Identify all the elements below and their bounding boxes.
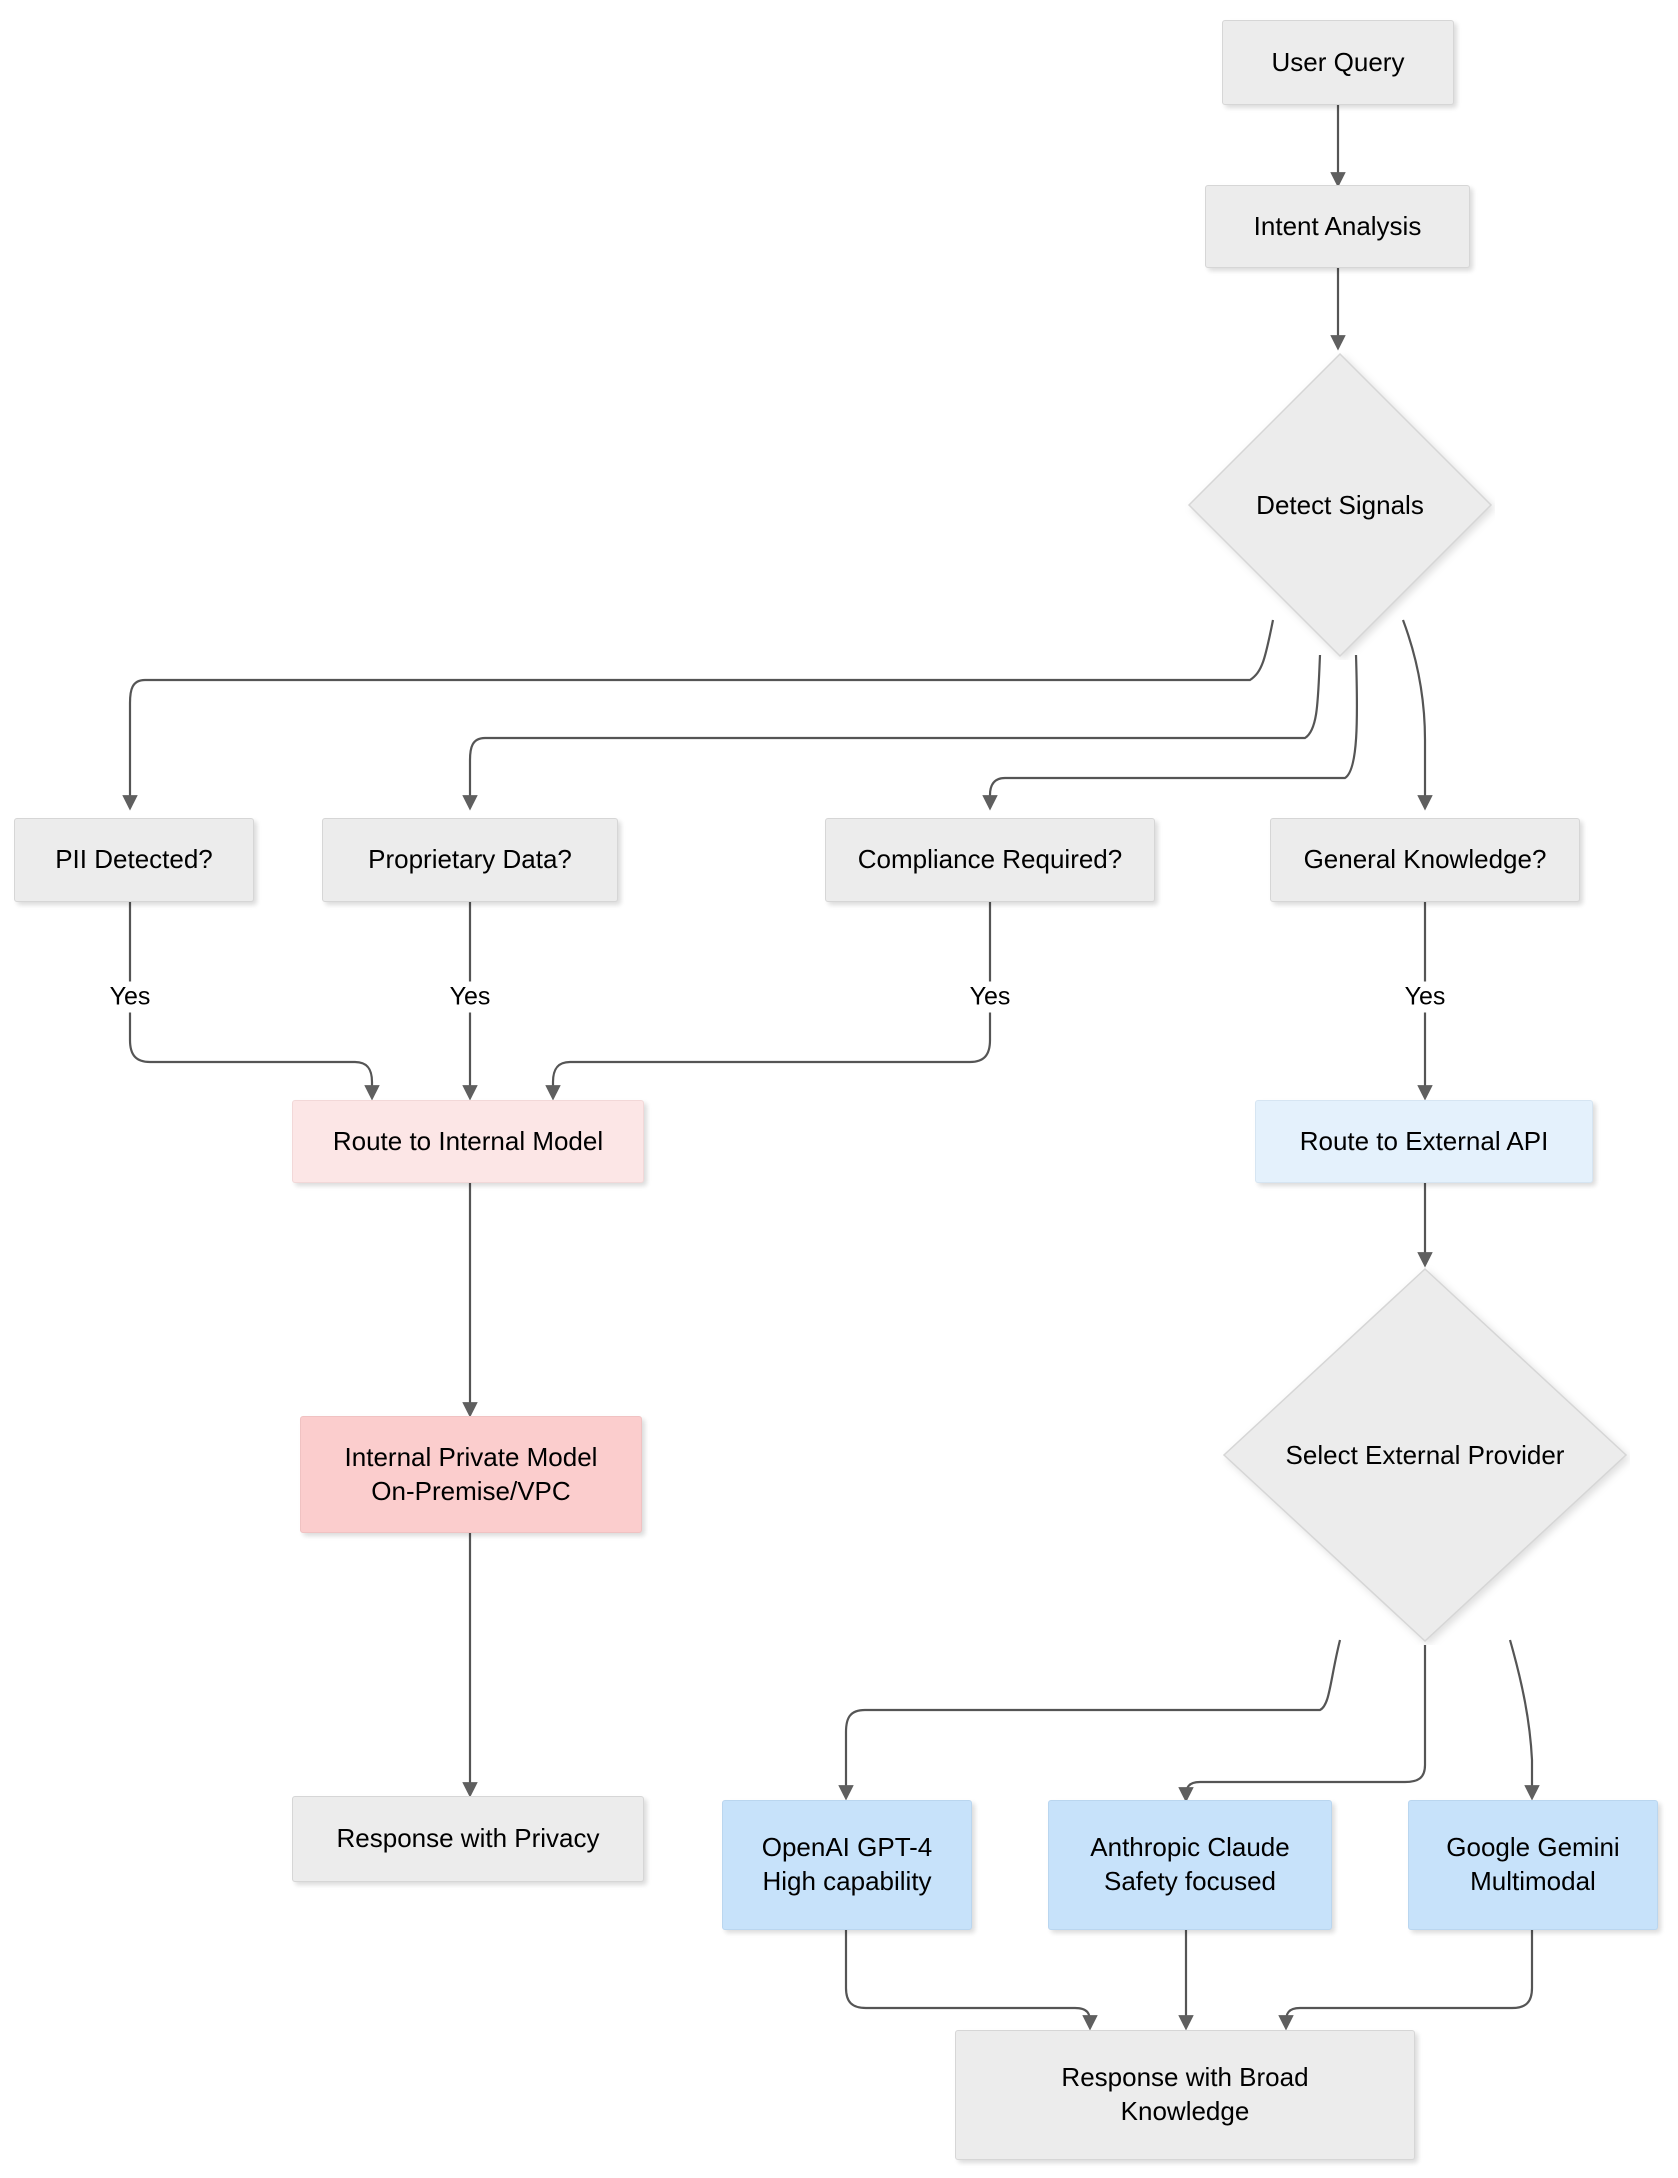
edge-select-anthropic (1178, 1645, 1427, 1803)
edge-detect-proprietary (462, 654, 1322, 811)
edge-detect-pii (122, 619, 1275, 811)
select-external-provider-shape (1222, 1267, 1628, 1643)
node-compliance-required[interactable]: Compliance Required? (825, 818, 1155, 902)
node-proprietary-data[interactable]: Proprietary Data? (322, 818, 618, 902)
node-route-external-api-label: Route to External API (1299, 1125, 1549, 1156)
edge-pii-internal (128, 902, 380, 1101)
node-proprietary-data-label: Proprietary Data? (368, 844, 572, 875)
node-response-with-broad-knowledge-label: Response with Broad Knowledge (1061, 2062, 1309, 2126)
node-response-with-broad-knowledge[interactable]: Response with Broad Knowledge (955, 2030, 1415, 2160)
node-internal-private-model[interactable]: Internal Private Model On-Premise/VPC (300, 1416, 642, 1533)
node-detect-signals[interactable]: Detect Signals (1185, 350, 1495, 660)
node-select-external-provider[interactable]: Select External Provider (1220, 1265, 1630, 1645)
node-openai-gpt4-label: OpenAI GPT-4 High capability (761, 1832, 933, 1896)
edge-select-openai (838, 1639, 1342, 1801)
node-route-internal-model-label: Route to Internal Model (332, 1125, 604, 1156)
edge-google-responsebroad (1278, 1930, 1534, 2031)
node-pii-detected-label: PII Detected? (55, 844, 213, 875)
node-compliance-required-label: Compliance Required? (857, 844, 1123, 875)
node-user-query[interactable]: User Query (1222, 20, 1454, 105)
node-intent-analysis-label: Intent Analysis (1253, 210, 1422, 241)
node-detect-signals-label: Detect Signals (1256, 489, 1424, 520)
edge-label-proprietary-yes: Yes (443, 981, 497, 1013)
node-google-gemini[interactable]: Google Gemini Multimodal (1408, 1800, 1658, 1930)
node-google-gemini-label: Google Gemini Multimodal (1446, 1832, 1620, 1896)
node-response-with-privacy[interactable]: Response with Privacy (292, 1796, 644, 1882)
node-response-with-privacy-label: Response with Privacy (336, 1823, 600, 1854)
node-route-internal-model[interactable]: Route to Internal Model (292, 1100, 644, 1183)
node-route-external-api[interactable]: Route to External API (1255, 1100, 1593, 1183)
edge-compliance-internal (545, 902, 992, 1101)
edge-select-google (1508, 1639, 1540, 1801)
node-user-query-label: User Query (1271, 46, 1405, 77)
edge-openai-responsebroad (844, 1930, 1098, 2031)
node-intent-analysis[interactable]: Intent Analysis (1205, 185, 1470, 268)
node-general-knowledge-label: General Knowledge? (1303, 844, 1547, 875)
node-anthropic-claude[interactable]: Anthropic Claude Safety focused (1048, 1800, 1332, 1930)
edge-detect-compliance (982, 654, 1359, 811)
edge-label-general-yes: Yes (1398, 981, 1452, 1013)
edge-label-compliance-yes: Yes (963, 981, 1017, 1013)
node-pii-detected[interactable]: PII Detected? (14, 818, 254, 902)
detect-signals-shape (1187, 352, 1493, 658)
node-openai-gpt4[interactable]: OpenAI GPT-4 High capability (722, 1800, 972, 1930)
node-anthropic-claude-label: Anthropic Claude Safety focused (1090, 1832, 1290, 1896)
node-internal-private-model-label: Internal Private Model On-Premise/VPC (344, 1441, 598, 1506)
edge-detect-general (1401, 619, 1433, 811)
node-general-knowledge[interactable]: General Knowledge? (1270, 818, 1580, 902)
edge-label-pii-yes: Yes (103, 981, 157, 1013)
node-select-external-provider-label: Select External Provider (1285, 1439, 1565, 1470)
